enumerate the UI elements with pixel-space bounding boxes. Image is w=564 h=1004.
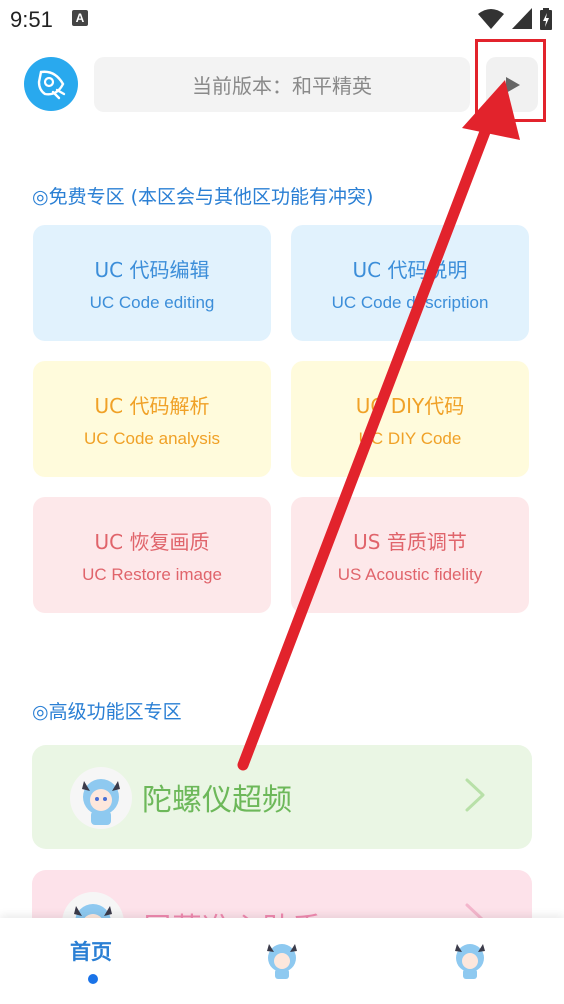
card-subtitle: UC DIY Code	[358, 428, 462, 448]
bottom-navigation: 首页	[0, 918, 564, 1004]
free-section-title: ◎免费专区 (本区会与其他区功能有冲突)	[32, 186, 374, 208]
nav-tab-avatar-3-icon[interactable]	[450, 938, 490, 980]
card-subtitle: UC Restore image	[82, 564, 222, 584]
status-bar: 9:51 A	[0, 0, 564, 40]
advanced-section-title: ◎高级功能区专区	[32, 701, 182, 723]
version-text: 当前版本：和平精英	[192, 74, 372, 98]
nav-home-tab[interactable]: 首页	[70, 940, 112, 964]
notification-a-icon: A	[72, 10, 88, 26]
card-restore-image[interactable]: UC 恢复画质 UC Restore image	[33, 497, 271, 613]
anime-avatar-icon	[70, 767, 132, 829]
chevron-right-icon	[465, 778, 485, 812]
card-acoustic-fidelity[interactable]: US 音质调节 US Acoustic fidelity	[291, 497, 529, 613]
wifi-icon	[478, 9, 504, 29]
card-title: UC DIY代码	[355, 393, 465, 418]
card-title: UC 代码编辑	[94, 257, 210, 282]
play-icon	[506, 76, 520, 93]
card-diy-code[interactable]: UC DIY代码 UC DIY Code	[291, 361, 529, 477]
card-code-analysis[interactable]: UC 代码解析 UC Code analysis	[33, 361, 271, 477]
battery-icon	[540, 8, 552, 30]
gyroscope-label: 陀螺仪超频	[142, 783, 292, 818]
status-time: 9:51	[10, 7, 53, 32]
card-title: US 音质调节	[353, 529, 467, 554]
card-code-description[interactable]: UC 代码说明 UC Code description	[291, 225, 529, 341]
status-icons	[478, 8, 552, 30]
card-title: UC 代码解析	[94, 393, 210, 418]
card-title: UC 恢复画质	[94, 529, 210, 554]
play-button[interactable]	[486, 57, 538, 112]
gyroscope-overclock-item[interactable]: 陀螺仪超频	[32, 745, 532, 849]
nav-tab-avatar-2-icon[interactable]	[262, 938, 302, 980]
app-logo[interactable]	[24, 57, 78, 111]
card-subtitle: UC Code description	[331, 292, 489, 312]
rocket-logo-icon	[37, 70, 66, 100]
card-subtitle: US Acoustic fidelity	[337, 564, 483, 584]
card-title: UC 代码说明	[352, 257, 468, 282]
card-subtitle: UC Code editing	[89, 292, 215, 312]
signal-icon	[512, 8, 532, 29]
nav-active-indicator	[88, 974, 98, 984]
card-subtitle: UC Code analysis	[83, 428, 221, 448]
card-code-edit[interactable]: UC 代码编辑 UC Code editing	[33, 225, 271, 341]
version-display[interactable]: 当前版本：和平精英	[94, 57, 470, 112]
